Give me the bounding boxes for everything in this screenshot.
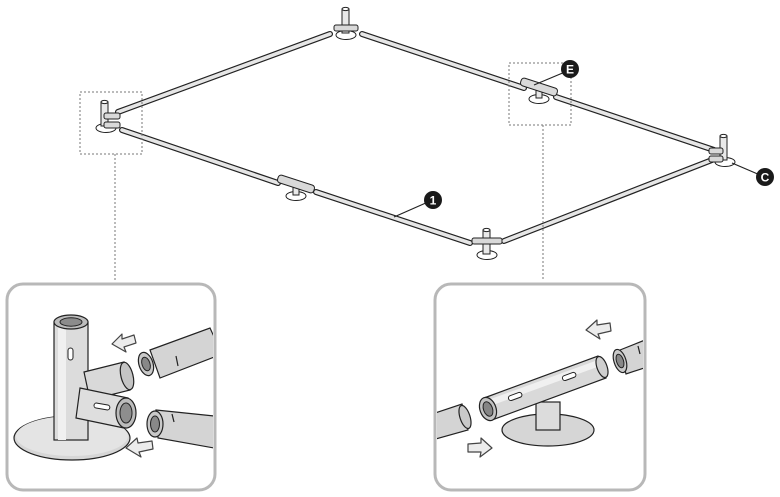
t-connector-front [276, 174, 316, 201]
svg-text:E: E [566, 63, 574, 77]
push-arrow-icon [111, 333, 137, 353]
callout-c: C [731, 162, 774, 186]
callout-1: 1 [393, 191, 442, 218]
callout-e: E [533, 60, 579, 86]
push-arrow-icon [125, 437, 154, 458]
push-arrow-icon [467, 437, 493, 458]
detail-box-right [508, 62, 572, 126]
t-connector-back [519, 77, 559, 104]
pole-back-left [115, 31, 333, 115]
corner-connector-right [708, 133, 736, 167]
pole-back-right-1 [359, 31, 527, 91]
corner-connector-left [95, 99, 121, 133]
detail-panel-corner [5, 282, 217, 492]
pole-front-left-2 [313, 189, 473, 246]
push-arrow-icon [585, 319, 612, 340]
frame-overview: 1 E C [79, 6, 774, 280]
corner-connector-bottom [471, 227, 503, 260]
detail-panel-t-connector [433, 282, 647, 492]
svg-text:1: 1 [430, 194, 437, 208]
detail-box-left [79, 91, 143, 155]
pole-front-left-1 [119, 127, 281, 186]
pole-front-right [501, 157, 715, 244]
svg-text:C: C [761, 171, 770, 185]
pole-back-right-2 [553, 94, 717, 153]
corner-connector-top [333, 6, 359, 40]
